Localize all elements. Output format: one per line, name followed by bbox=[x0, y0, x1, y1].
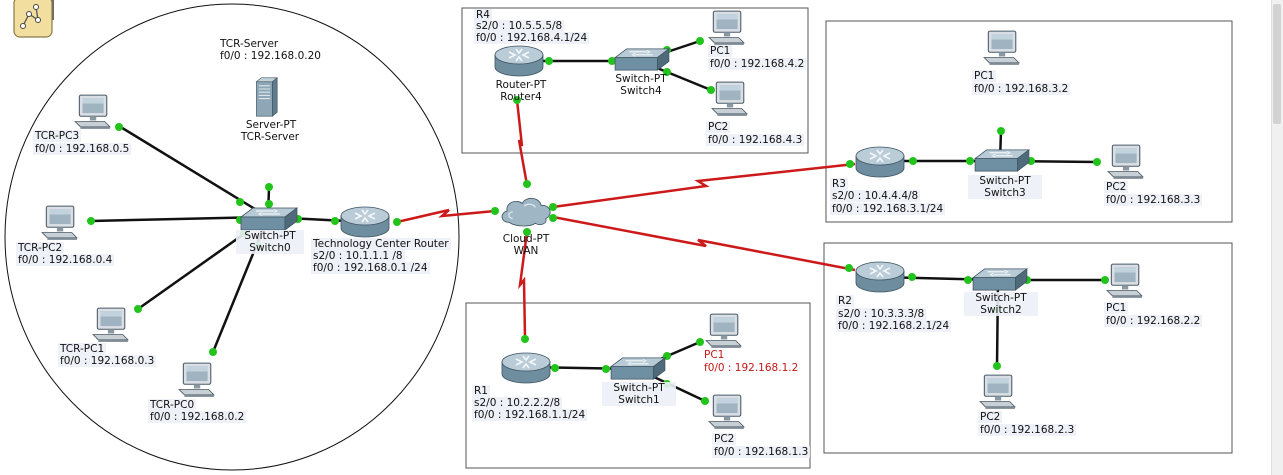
tcr-server-type: Server-PT bbox=[245, 119, 297, 131]
tcr-pc0-icon[interactable] bbox=[177, 362, 215, 398]
r4-name: R4 bbox=[474, 9, 492, 21]
switch2-icon[interactable] bbox=[972, 267, 1028, 292]
router4-type: Router-PT bbox=[495, 79, 547, 91]
logical-view-badge-icon[interactable] bbox=[0, 0, 54, 40]
r4-pc1-name: PC1 bbox=[708, 45, 733, 57]
tcr-router-f0: f0/0 : 192.168.0.1 /24 bbox=[311, 262, 430, 274]
r2-name: R2 bbox=[836, 295, 854, 307]
r4-pc2-icon[interactable] bbox=[710, 81, 748, 117]
r1-f0: f0/0 : 192.168.1.1/24 bbox=[472, 409, 588, 421]
tcr-router-name: Technology Center Router bbox=[311, 238, 451, 250]
switch0-icon[interactable] bbox=[240, 206, 298, 232]
r4-f0: f0/0 : 192.168.4.1/24 bbox=[474, 32, 590, 44]
r2-pc2-ip: f0/0 : 192.168.2.3 bbox=[978, 424, 1077, 436]
tcr-server-label: TCR-Server bbox=[240, 131, 300, 143]
wan-cloud-icon[interactable] bbox=[497, 194, 555, 228]
tcr-pc1-name: TCR-PC1 bbox=[58, 343, 107, 355]
r1-area-box bbox=[465, 302, 811, 469]
r1-pc1-ip: f0/0 : 192.168.1.2 bbox=[704, 362, 799, 374]
r3-pc1-name: PC1 bbox=[972, 70, 997, 82]
tcr-area-circle bbox=[4, 3, 460, 471]
tcr-server-icon[interactable] bbox=[254, 75, 278, 119]
tcr-pc0-name: TCR-PC0 bbox=[148, 399, 197, 411]
r1-pc2-ip: f0/0 : 192.168.1.3 bbox=[712, 446, 811, 458]
switch3-icon[interactable] bbox=[974, 148, 1030, 173]
router4-icon[interactable] bbox=[494, 45, 544, 79]
r4-s2: s2/0 : 10.5.5.5/8 bbox=[474, 20, 565, 32]
r4-pc2-ip: f0/0 : 192.168.4.3 bbox=[706, 134, 805, 146]
switch1-icon[interactable] bbox=[610, 356, 666, 381]
r2-f0: f0/0 : 192.168.2.1/24 bbox=[836, 320, 952, 332]
tcr-pc1-icon[interactable] bbox=[91, 307, 129, 343]
switch1-name: Switch1 bbox=[602, 394, 676, 406]
tcr-pc2-ip: f0/0 : 192.168.0.4 bbox=[16, 254, 115, 266]
switch4-name: Switch4 bbox=[620, 85, 662, 97]
r4-pc1-ip: f0/0 : 192.168.4.2 bbox=[708, 58, 807, 70]
router1-icon[interactable] bbox=[501, 352, 551, 386]
tcr-pc2-icon[interactable] bbox=[40, 205, 78, 241]
tcr-pc0-ip: f0/0 : 192.168.0.2 bbox=[148, 411, 247, 423]
r2-pc2-name: PC2 bbox=[978, 411, 1003, 423]
tcr-server-ip: f0/0 : 192.168.0.20 bbox=[220, 50, 321, 62]
switch0-type: Switch-PT bbox=[236, 230, 304, 242]
r1-name: R1 bbox=[472, 385, 490, 397]
tcr-server-name: TCR-Server bbox=[220, 38, 279, 50]
r2-pc1-name: PC1 bbox=[1104, 302, 1129, 314]
r3-name: R3 bbox=[830, 178, 848, 190]
r4-area-box bbox=[461, 7, 809, 154]
r3-pc2-icon[interactable] bbox=[1106, 144, 1144, 180]
r2-pc1-ip: f0/0 : 192.168.2.2 bbox=[1104, 315, 1203, 327]
tcr-pc3-icon[interactable] bbox=[73, 94, 111, 130]
r2-pc2-icon[interactable] bbox=[978, 374, 1016, 410]
router3-icon[interactable] bbox=[855, 146, 905, 180]
switch4-icon[interactable] bbox=[614, 47, 670, 72]
switch2-name: Switch2 bbox=[964, 304, 1038, 316]
router2-icon[interactable] bbox=[855, 261, 905, 295]
r3-pc2-ip: f0/0 : 192.168.3.3 bbox=[1104, 194, 1203, 206]
switch1-type: Switch-PT bbox=[602, 382, 676, 394]
switch3-name: Switch3 bbox=[968, 187, 1042, 199]
r1-pc1-icon[interactable] bbox=[704, 313, 742, 349]
r3-area-box bbox=[825, 20, 1233, 223]
cloud-type: Cloud-PT bbox=[502, 233, 550, 245]
r2-s2: s2/0 : 10.3.3.3/8 bbox=[836, 308, 927, 320]
switch4-type: Switch-PT bbox=[615, 73, 667, 85]
tcr-pc3-name: TCR-PC3 bbox=[33, 130, 82, 142]
tcr-router-s2: s2/0 : 10.1.1.1 /8 bbox=[311, 250, 405, 262]
router4-name: Router4 bbox=[500, 91, 542, 103]
tcr-router-icon[interactable] bbox=[340, 206, 390, 240]
r2-pc1-icon[interactable] bbox=[1105, 263, 1143, 299]
r4-pc1-icon[interactable] bbox=[707, 10, 745, 46]
r3-pc1-icon[interactable] bbox=[982, 30, 1020, 66]
r3-f0: f0/0 : 192.168.3.1/24 bbox=[830, 203, 946, 215]
r1-pc1-name: PC1 bbox=[704, 349, 725, 361]
switch0-name: Switch0 bbox=[236, 242, 304, 254]
r2-area-box bbox=[823, 242, 1233, 454]
tcr-pc2-name: TCR-PC2 bbox=[16, 242, 65, 254]
r1-s2: s2/0 : 10.2.2.2/8 bbox=[472, 397, 563, 409]
cloud-name: WAN bbox=[513, 245, 539, 257]
wan-links bbox=[396, 99, 856, 339]
switch2-type: Switch-PT bbox=[964, 292, 1038, 304]
r4-pc2-name: PC2 bbox=[706, 121, 731, 133]
tcr-pc3-ip: f0/0 : 192.168.0.5 bbox=[33, 143, 132, 155]
r1-pc2-name: PC2 bbox=[712, 433, 737, 445]
switch3-type: Switch-PT bbox=[968, 175, 1042, 187]
r1-pc2-icon[interactable] bbox=[707, 394, 745, 430]
r3-pc1-ip: f0/0 : 192.168.3.2 bbox=[972, 83, 1071, 95]
vertical-scrollbar-thumb[interactable] bbox=[1273, 4, 1281, 124]
r3-s2: s2/0 : 10.4.4.4/8 bbox=[830, 190, 921, 202]
tcr-pc1-ip: f0/0 : 192.168.0.3 bbox=[58, 355, 157, 367]
r3-pc2-name: PC2 bbox=[1104, 181, 1129, 193]
